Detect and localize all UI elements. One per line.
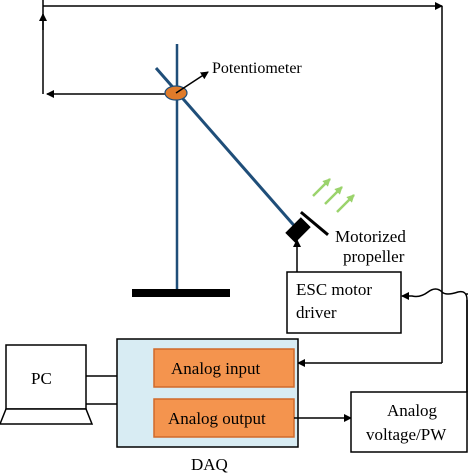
daq-block xyxy=(116,338,299,448)
esc-label-line2: driver xyxy=(296,303,337,322)
analog-vpw-label-line2: voltage/PW xyxy=(366,425,447,444)
daq-label: DAQ xyxy=(191,455,228,474)
esc-label-line1: ESC motor xyxy=(296,280,372,299)
analog-voltage-pw-box xyxy=(350,391,468,453)
stand-base xyxy=(132,289,230,297)
motorized-label-line2: propeller xyxy=(343,247,405,266)
analog-output-block xyxy=(153,398,295,438)
stand xyxy=(132,44,230,297)
analog-input-block xyxy=(153,348,295,388)
potentiometer-label: Potentiometer xyxy=(212,60,302,77)
esc-input-wire xyxy=(401,288,468,420)
analog-vpw-label-line1: Analog xyxy=(387,401,438,420)
pc-daq-wires xyxy=(86,375,117,405)
esc-motor-driver xyxy=(286,271,402,334)
pc-laptop xyxy=(0,344,94,425)
analog-input-label: Analog input xyxy=(171,359,261,378)
pc-label: PC xyxy=(31,369,52,388)
analog-output-label: Analog output xyxy=(168,409,266,428)
motorized-label-line1: Motorized xyxy=(335,227,406,246)
motorized-propeller xyxy=(285,178,355,243)
potentiometer-pivot xyxy=(164,71,209,101)
